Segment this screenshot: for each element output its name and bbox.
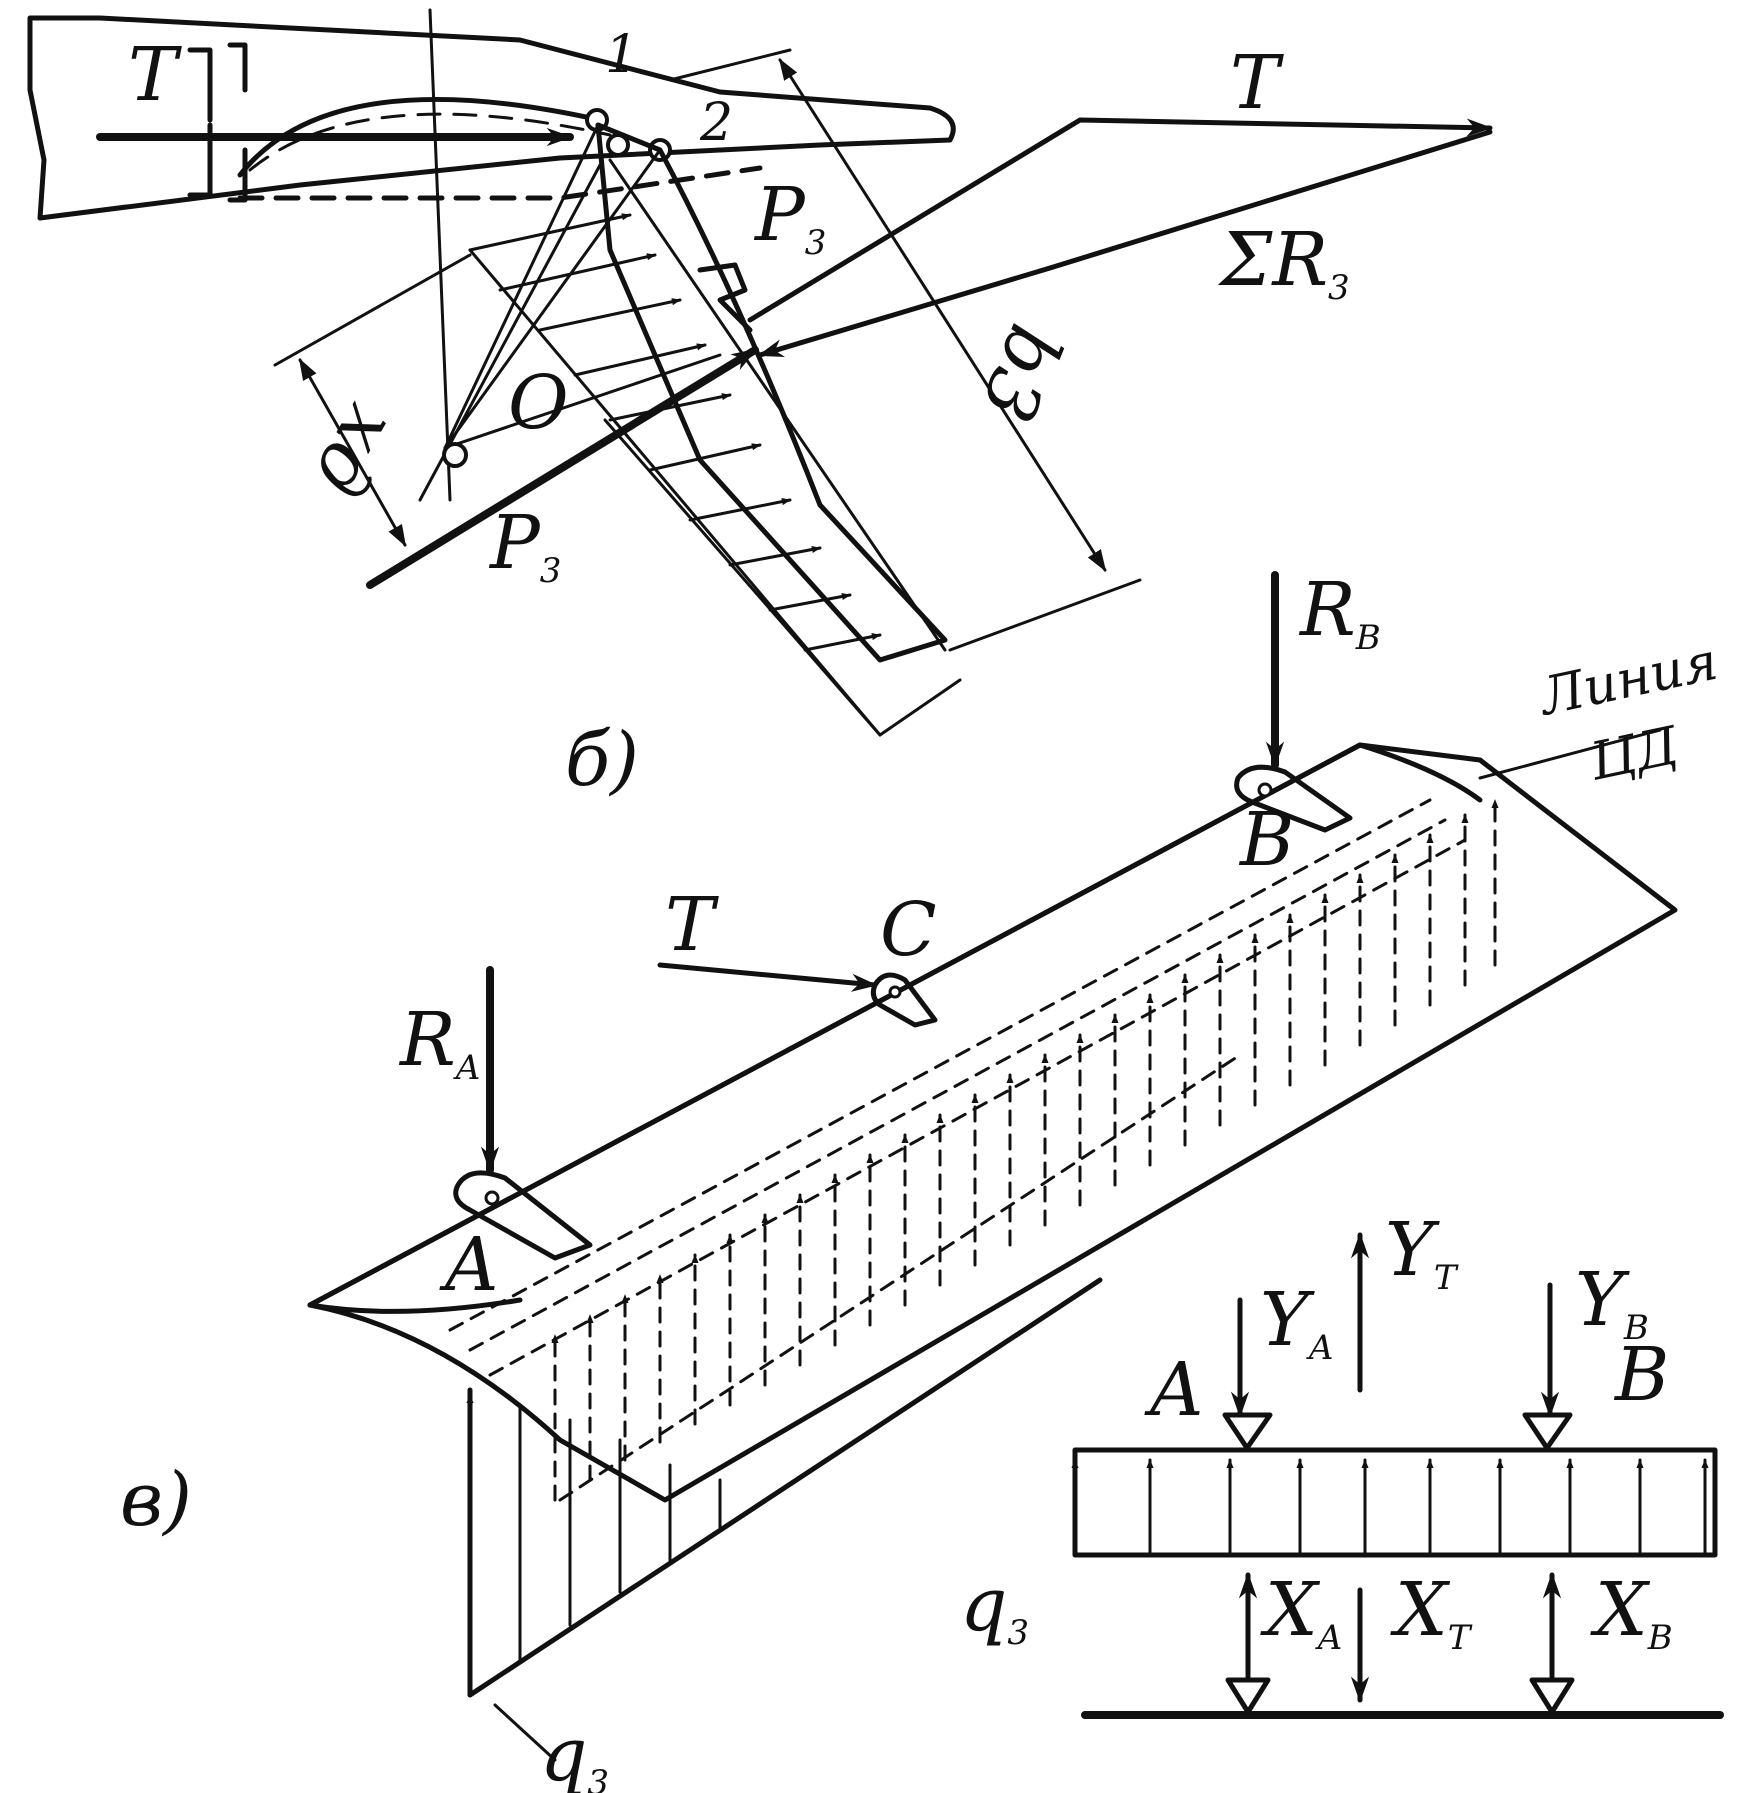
pressure-envelope-b	[468, 248, 882, 737]
bracket-b-hole	[1257, 782, 1273, 798]
label-c: C	[880, 887, 937, 973]
beam-rect	[1072, 1447, 1718, 1558]
cd-line-leader	[1478, 728, 1662, 780]
dim-xd-ext-top	[273, 253, 472, 367]
label-ra: RA	[398, 997, 480, 1088]
beam-scheme: A B YA YT YB q3 XA XT XB	[960, 1207, 1724, 1719]
bracket-b	[1234, 764, 1353, 833]
label-dim-b3: b3	[963, 313, 1078, 433]
label-line-cd-2: ЦД	[1584, 715, 1685, 792]
support-a-top	[1222, 1412, 1273, 1451]
surface-nose	[307, 742, 1483, 1314]
tab-hinge	[697, 262, 753, 333]
dim-xd-line	[298, 358, 407, 547]
panel-v: RA RB T C A B Линия ЦД q3 в)	[120, 567, 1724, 1793]
beam-label-xa: XA	[1260, 1567, 1342, 1658]
beam-label-yt: YT	[1385, 1207, 1459, 1298]
beam-label-q3: q3	[960, 1562, 1029, 1653]
bracket-c	[870, 972, 938, 1028]
label-b: B	[1238, 797, 1294, 883]
label-p3-lower: P3	[488, 500, 561, 591]
label-node-2: 2	[699, 93, 733, 153]
label-t-left: T	[128, 32, 182, 118]
label-a: A	[439, 1222, 498, 1308]
spar-bracket	[187, 42, 248, 203]
sum-r3-vector	[757, 129, 1493, 358]
support-b-top	[1522, 1412, 1573, 1451]
support-a-bottom	[1225, 1677, 1271, 1715]
beam-label-xt: XT	[1390, 1567, 1473, 1658]
label-q3-bottom: q3	[540, 1712, 609, 1793]
dim-b3-ext-bottom	[948, 578, 1142, 652]
hinge-arc-dashed	[248, 112, 612, 172]
label-rb: RB	[1298, 567, 1381, 658]
dim-b3-line	[778, 58, 1107, 572]
bracket-c-hole	[888, 985, 902, 999]
beam-load-arrows	[1071, 1458, 1709, 1555]
label-p3-upper: P3	[753, 172, 826, 263]
beam-label-xb: XB	[1590, 1567, 1673, 1658]
stabilizer-lower-dashed	[237, 165, 763, 201]
force-t-arrow	[657, 962, 878, 992]
pressure-base-b	[878, 678, 962, 737]
beam-label-yb: YB	[1575, 1257, 1649, 1348]
caption-b: б)	[565, 717, 639, 803]
pivot-marker	[442, 442, 468, 468]
hinge-arc	[237, 96, 603, 178]
dim-b3-ext-top	[668, 48, 792, 82]
thrust-vector-right	[747, 117, 1493, 323]
beam-label-b: B	[1613, 1332, 1669, 1418]
distributed-load-v	[551, 798, 1499, 1502]
bracket-a	[453, 1170, 593, 1261]
label-line-cd-1: Линия	[1532, 632, 1723, 729]
label-sum-r3: ΣR3	[1217, 217, 1350, 308]
load-triangle-lines	[518, 1403, 722, 1662]
beam-label-ya: YA	[1260, 1277, 1333, 1368]
spanwise-dashed	[448, 798, 1467, 1502]
q3-leader	[493, 1703, 557, 1762]
caption-v: в)	[120, 1457, 192, 1543]
surface-leading-edge	[307, 742, 1363, 1308]
label-node-1: 1	[605, 25, 638, 85]
pressure-arrows-b	[468, 213, 882, 652]
bracket-a-hole	[484, 1190, 500, 1206]
label-dim-xd: xд	[295, 391, 414, 511]
beam-label-a: A	[1144, 1347, 1203, 1433]
surface-outline	[307, 742, 1678, 1503]
label-t-right: T	[1230, 40, 1284, 126]
support-b-bottom	[1529, 1677, 1575, 1715]
label-point-o: O	[508, 360, 569, 446]
label-t-v: T	[665, 882, 719, 968]
p3-lower-line	[366, 346, 759, 589]
force-lines-b	[418, 8, 722, 502]
